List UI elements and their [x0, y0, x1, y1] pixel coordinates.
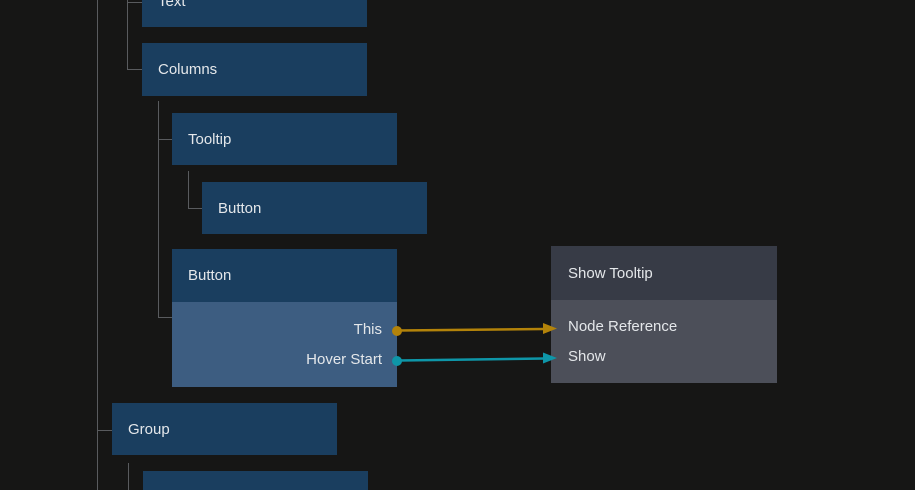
- tree-node-button-expanded[interactable]: Button This Hover Start: [172, 249, 397, 387]
- tree-line-level1: [127, 0, 128, 69]
- tree-node-group-label: Group: [128, 420, 170, 438]
- button-output-ports: This Hover Start: [172, 302, 397, 387]
- wire-orange-line: [398, 327, 545, 332]
- tree-elbow-columns: [127, 69, 142, 70]
- tree-node-tooltip[interactable]: Tooltip: [172, 113, 397, 165]
- wire-this-to-node-reference: [392, 323, 557, 336]
- tree-node-clipped-bottom[interactable]: [143, 471, 368, 490]
- wire-teal-line: [398, 357, 545, 362]
- action-node-inputs: Node Reference Show: [551, 300, 777, 383]
- tree-node-tooltip-label: Tooltip: [188, 130, 232, 148]
- tree-node-text[interactable]: Text: [142, 0, 367, 27]
- tree-node-columns-label: Columns: [158, 61, 218, 78]
- action-node-show-tooltip[interactable]: Show Tooltip Node Reference Show: [551, 246, 777, 383]
- input-node-reference[interactable]: Node Reference: [568, 318, 678, 335]
- port-this[interactable]: This: [353, 321, 382, 338]
- tree-node-button-header[interactable]: Button: [172, 249, 397, 302]
- wire-hover-start-to-show: [392, 352, 557, 366]
- tree-node-button-nested[interactable]: Button: [202, 182, 427, 234]
- tree-line-tooltip-children: [188, 171, 189, 208]
- tree-elbow-tooltip: [158, 139, 172, 140]
- tree-elbow-group: [97, 430, 112, 431]
- tree-line-group-children: [128, 463, 129, 490]
- tree-elbow-button: [158, 317, 172, 318]
- port-hover-start[interactable]: Hover Start: [306, 351, 382, 368]
- tree-node-button-nested-label: Button: [218, 199, 262, 217]
- action-node-title: Show Tooltip: [568, 264, 653, 282]
- tree-node-group[interactable]: Group: [112, 403, 337, 455]
- tree-node-text-label: Text: [158, 0, 186, 10]
- tree-node-button-label: Button: [188, 267, 232, 284]
- tree-line-columns-children: [158, 101, 159, 318]
- tree-node-columns[interactable]: Columns: [142, 43, 367, 96]
- tree-elbow-button-nested: [188, 208, 202, 209]
- tree-line-root: [97, 0, 98, 490]
- input-show[interactable]: Show: [568, 348, 606, 365]
- tree-elbow-text: [127, 2, 142, 3]
- action-node-header[interactable]: Show Tooltip: [551, 246, 777, 300]
